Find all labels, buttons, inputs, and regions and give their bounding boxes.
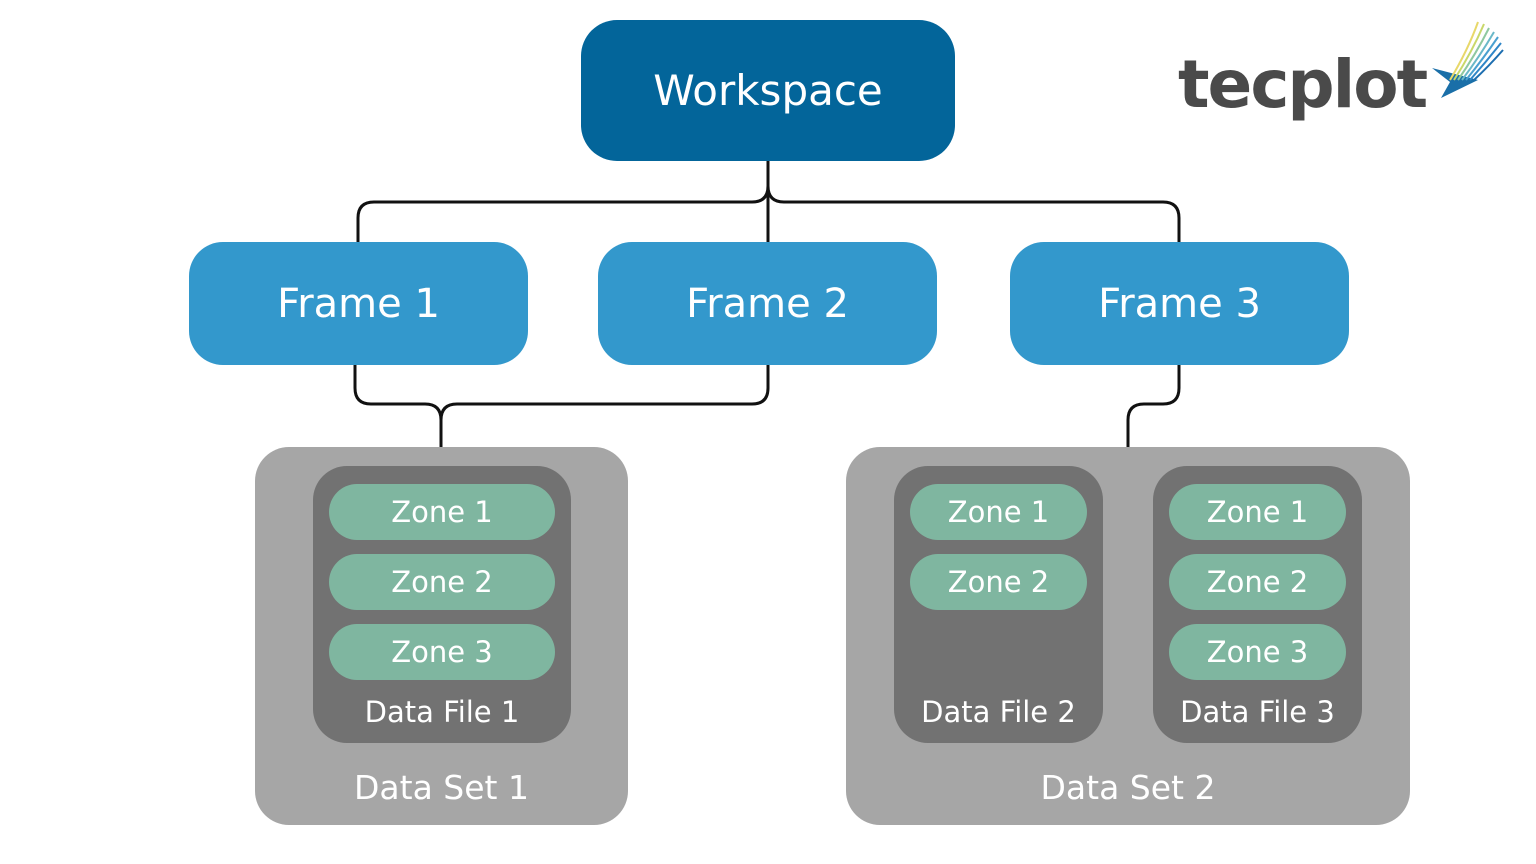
connector-workspace-frame1 <box>356 161 770 242</box>
connector-frame3-dataset2 <box>1126 365 1181 447</box>
dataset-1-label: Data Set 1 <box>354 768 529 807</box>
logo-swoosh-icon <box>1432 21 1504 98</box>
zone-3: Zone 3 <box>329 624 555 680</box>
dataset-2-label: Data Set 2 <box>1040 768 1216 807</box>
workspace-node: Workspace <box>581 20 955 161</box>
connector-frame1-dataset1 <box>353 365 443 447</box>
frame-1-label: Frame 1 <box>277 280 440 327</box>
zone-label: Zone 3 <box>391 635 493 669</box>
frame-3-node: Frame 3 <box>1010 242 1349 365</box>
frame-1-node: Frame 1 <box>189 242 528 365</box>
datafile-3: Zone 1 Zone 2 Zone 3 Data File 3 <box>1153 466 1362 743</box>
frame-2-label: Frame 2 <box>686 280 849 327</box>
zone-2: Zone 2 <box>329 554 555 610</box>
dataset-1: Zone 1 Zone 2 Zone 3 Data File 1 Data Se… <box>255 447 628 825</box>
datafile-2: Zone 1 Zone 2 Data File 2 <box>894 466 1103 743</box>
zone-1: Zone 1 <box>910 484 1087 540</box>
zone-1: Zone 1 <box>329 484 555 540</box>
datafile-2-label: Data File 2 <box>921 695 1076 729</box>
zone-label: Zone 1 <box>391 495 493 529</box>
connector-workspace-frame3 <box>766 161 1181 242</box>
zone-label: Zone 2 <box>1206 565 1309 599</box>
connector-frame2-dataset1 <box>439 365 770 421</box>
zone-3: Zone 3 <box>1169 624 1346 680</box>
frame-2-node: Frame 2 <box>598 242 937 365</box>
zone-label: Zone 1 <box>1206 495 1309 529</box>
dataset-2: Zone 1 Zone 2 Data File 2 Zone 1 Zone 2 … <box>846 447 1410 825</box>
tecplot-logo: tecplot <box>1178 20 1508 140</box>
zone-label: Zone 2 <box>391 565 493 599</box>
datafile-1-label: Data File 1 <box>364 695 520 729</box>
zone-label: Zone 1 <box>947 495 1050 529</box>
frame-3-label: Frame 3 <box>1098 280 1261 327</box>
datafile-1: Zone 1 Zone 2 Zone 3 Data File 1 <box>313 466 571 743</box>
zone-label: Zone 3 <box>1206 635 1309 669</box>
datafile-3-label: Data File 3 <box>1180 695 1335 729</box>
zone-2: Zone 2 <box>910 554 1087 610</box>
zone-1: Zone 1 <box>1169 484 1346 540</box>
workspace-label: Workspace <box>653 66 883 115</box>
zone-2: Zone 2 <box>1169 554 1346 610</box>
logo-text: tecplot <box>1178 46 1428 123</box>
zone-label: Zone 2 <box>947 565 1050 599</box>
